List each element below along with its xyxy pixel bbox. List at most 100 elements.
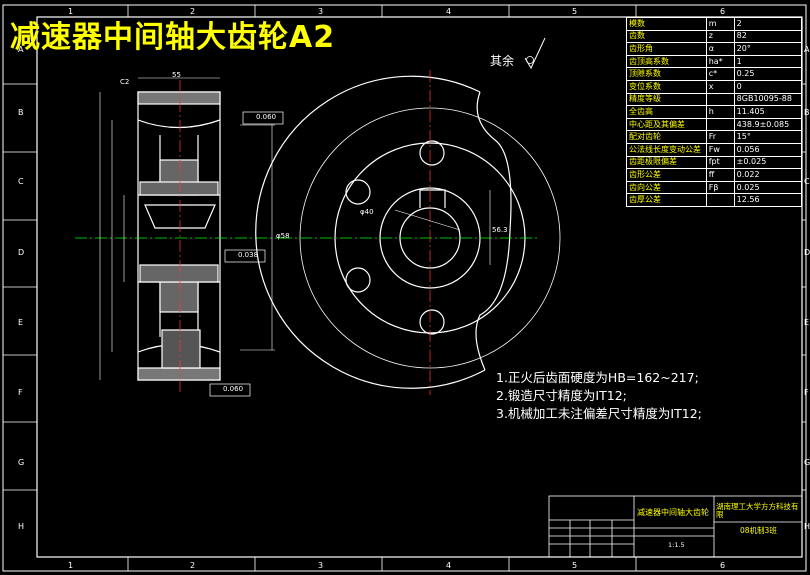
grid-column-label: 1 <box>68 561 74 570</box>
grid-column-label: 6 <box>720 7 726 16</box>
param-name: 精度等级 <box>626 92 707 107</box>
dim-keyway: 56.3 <box>492 226 508 234</box>
param-val: ±0.025 <box>733 155 803 170</box>
param-sym <box>705 92 735 107</box>
param-name: 中心距及其偏差 <box>626 117 707 132</box>
outer-frame <box>2 4 807 572</box>
gear-front-view <box>255 75 561 389</box>
dim-bore: φ58 <box>276 232 290 240</box>
grid-row-label: A <box>804 45 810 54</box>
dim-width: 55 <box>172 71 181 79</box>
param-sym: ha* <box>705 54 735 69</box>
front-leader <box>394 209 461 231</box>
param-sym: Fβ <box>705 180 735 195</box>
tolerance-frames <box>209 111 284 397</box>
roughness-circle <box>526 56 534 64</box>
param-row: 精度等级 8GB10095-88 <box>626 92 803 107</box>
param-sym: Fw <box>705 142 735 157</box>
technical-note-2: 2.锻造尺寸精度为IT12; <box>496 388 627 403</box>
dim-hole: φ40 <box>360 208 374 216</box>
grid-column-label: 2 <box>190 7 196 16</box>
param-val: 11.405 <box>733 105 803 119</box>
technical-note-3: 3.机械加工未注偏差尺寸精度为IT12; <box>496 406 702 421</box>
grid-row-label: E <box>804 318 810 327</box>
grid-column-label: 2 <box>190 561 196 570</box>
param-val: 15° <box>733 130 803 144</box>
param-sym: fpt <box>705 155 735 170</box>
remainder-roughness-note: 其余 <box>490 54 515 68</box>
grid-column-label: 4 <box>446 561 452 570</box>
grid-row-label: G <box>18 458 25 467</box>
param-name: 齿距极限偏差 <box>626 155 707 170</box>
dim-runout-2: 0.038 <box>238 251 259 259</box>
gear-section-view <box>137 91 221 381</box>
param-name: 变位系数 <box>626 79 707 94</box>
grid-row-label: B <box>18 108 24 117</box>
param-val: 0.025 <box>733 180 803 195</box>
dim-chamfer: C2 <box>120 78 130 86</box>
grid-column-label: 6 <box>720 561 726 570</box>
param-val: 438.9±0.085 <box>733 117 803 132</box>
grid-column-label: 3 <box>318 561 324 570</box>
param-val: 0.056 <box>733 142 803 157</box>
grid-row-label: G <box>804 458 810 467</box>
param-name: 齿向公差 <box>626 180 707 195</box>
grid-row-label: H <box>804 522 810 531</box>
grid-row-label: D <box>804 248 810 257</box>
grid-row-label: C <box>18 177 24 186</box>
param-sym: z <box>705 29 735 44</box>
title-block-part-name: 减速器中间轴大齿轮 <box>637 508 709 517</box>
grid-row-label: A <box>18 45 24 54</box>
param-sym: Fr <box>705 130 735 144</box>
param-sym <box>705 117 735 132</box>
dim-runout-3: 0.060 <box>223 385 244 393</box>
param-sym: ff <box>705 168 735 182</box>
param-val: 0.25 <box>733 67 803 81</box>
param-val: 0.022 <box>733 168 803 182</box>
param-sym: c* <box>705 67 735 81</box>
grid-row-label: F <box>804 388 809 397</box>
param-name: 齿形角 <box>626 42 707 56</box>
title-block-school: 湖南理工大学方方科技有限 <box>716 502 799 520</box>
param-val: 20° <box>733 42 803 56</box>
param-sym: x <box>705 79 735 94</box>
grid-column-label: 3 <box>318 7 324 16</box>
grid-column-label: 1 <box>68 7 74 16</box>
section-dimensions <box>99 77 275 380</box>
param-name: 齿顶高系数 <box>626 54 707 69</box>
title-block-class: 08机制3班 <box>740 526 777 535</box>
grid-row-label: E <box>18 318 24 327</box>
param-val: 8GB10095-88 <box>733 92 803 107</box>
param-name: 配对齿轮 <box>626 130 707 144</box>
grid-row-label: H <box>18 522 25 531</box>
param-val: 82 <box>733 29 803 44</box>
dim-runout-1: 0.060 <box>256 113 277 121</box>
param-val: 2 <box>733 17 803 31</box>
grid-row-label: D <box>18 248 25 257</box>
drawing-title: 减速器中间轴大齿轮A2 <box>10 20 336 55</box>
grid-column-label: 4 <box>446 7 452 16</box>
grid-row-label: F <box>18 388 23 397</box>
grid-ticks <box>3 5 806 571</box>
param-name: 齿数 <box>626 29 707 44</box>
param-name: 齿厚公差 <box>626 193 707 207</box>
roughness-symbol <box>524 37 546 70</box>
title-block <box>548 495 803 558</box>
technical-note-1: 1.正火后齿面硬度为HB=162~217; <box>496 370 699 385</box>
param-val: 0 <box>733 79 803 94</box>
grid-column-label: 5 <box>572 7 578 16</box>
grid-row-label: B <box>804 108 810 117</box>
title-block-scale: 1:1.5 <box>668 541 685 549</box>
param-sym: h <box>705 105 735 119</box>
param-name: 全齿高 <box>626 105 707 119</box>
